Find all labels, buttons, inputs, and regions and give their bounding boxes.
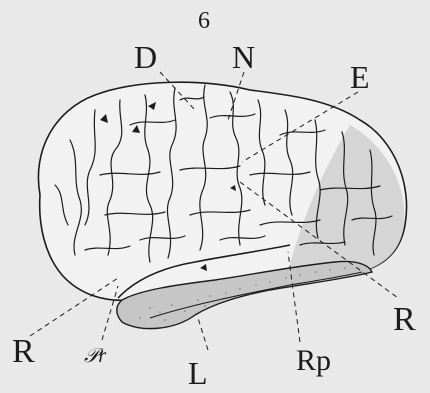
label-l: L (188, 355, 208, 391)
label-n: N (232, 39, 255, 75)
figure-number: 6 (198, 8, 210, 34)
label-e: E (350, 59, 370, 95)
label-d: D (134, 39, 157, 75)
label-pr: 𝒫r (84, 345, 106, 367)
label-rp: Rp (296, 344, 331, 377)
label-r-left: R (12, 333, 35, 370)
label-r-right: R (393, 301, 416, 338)
